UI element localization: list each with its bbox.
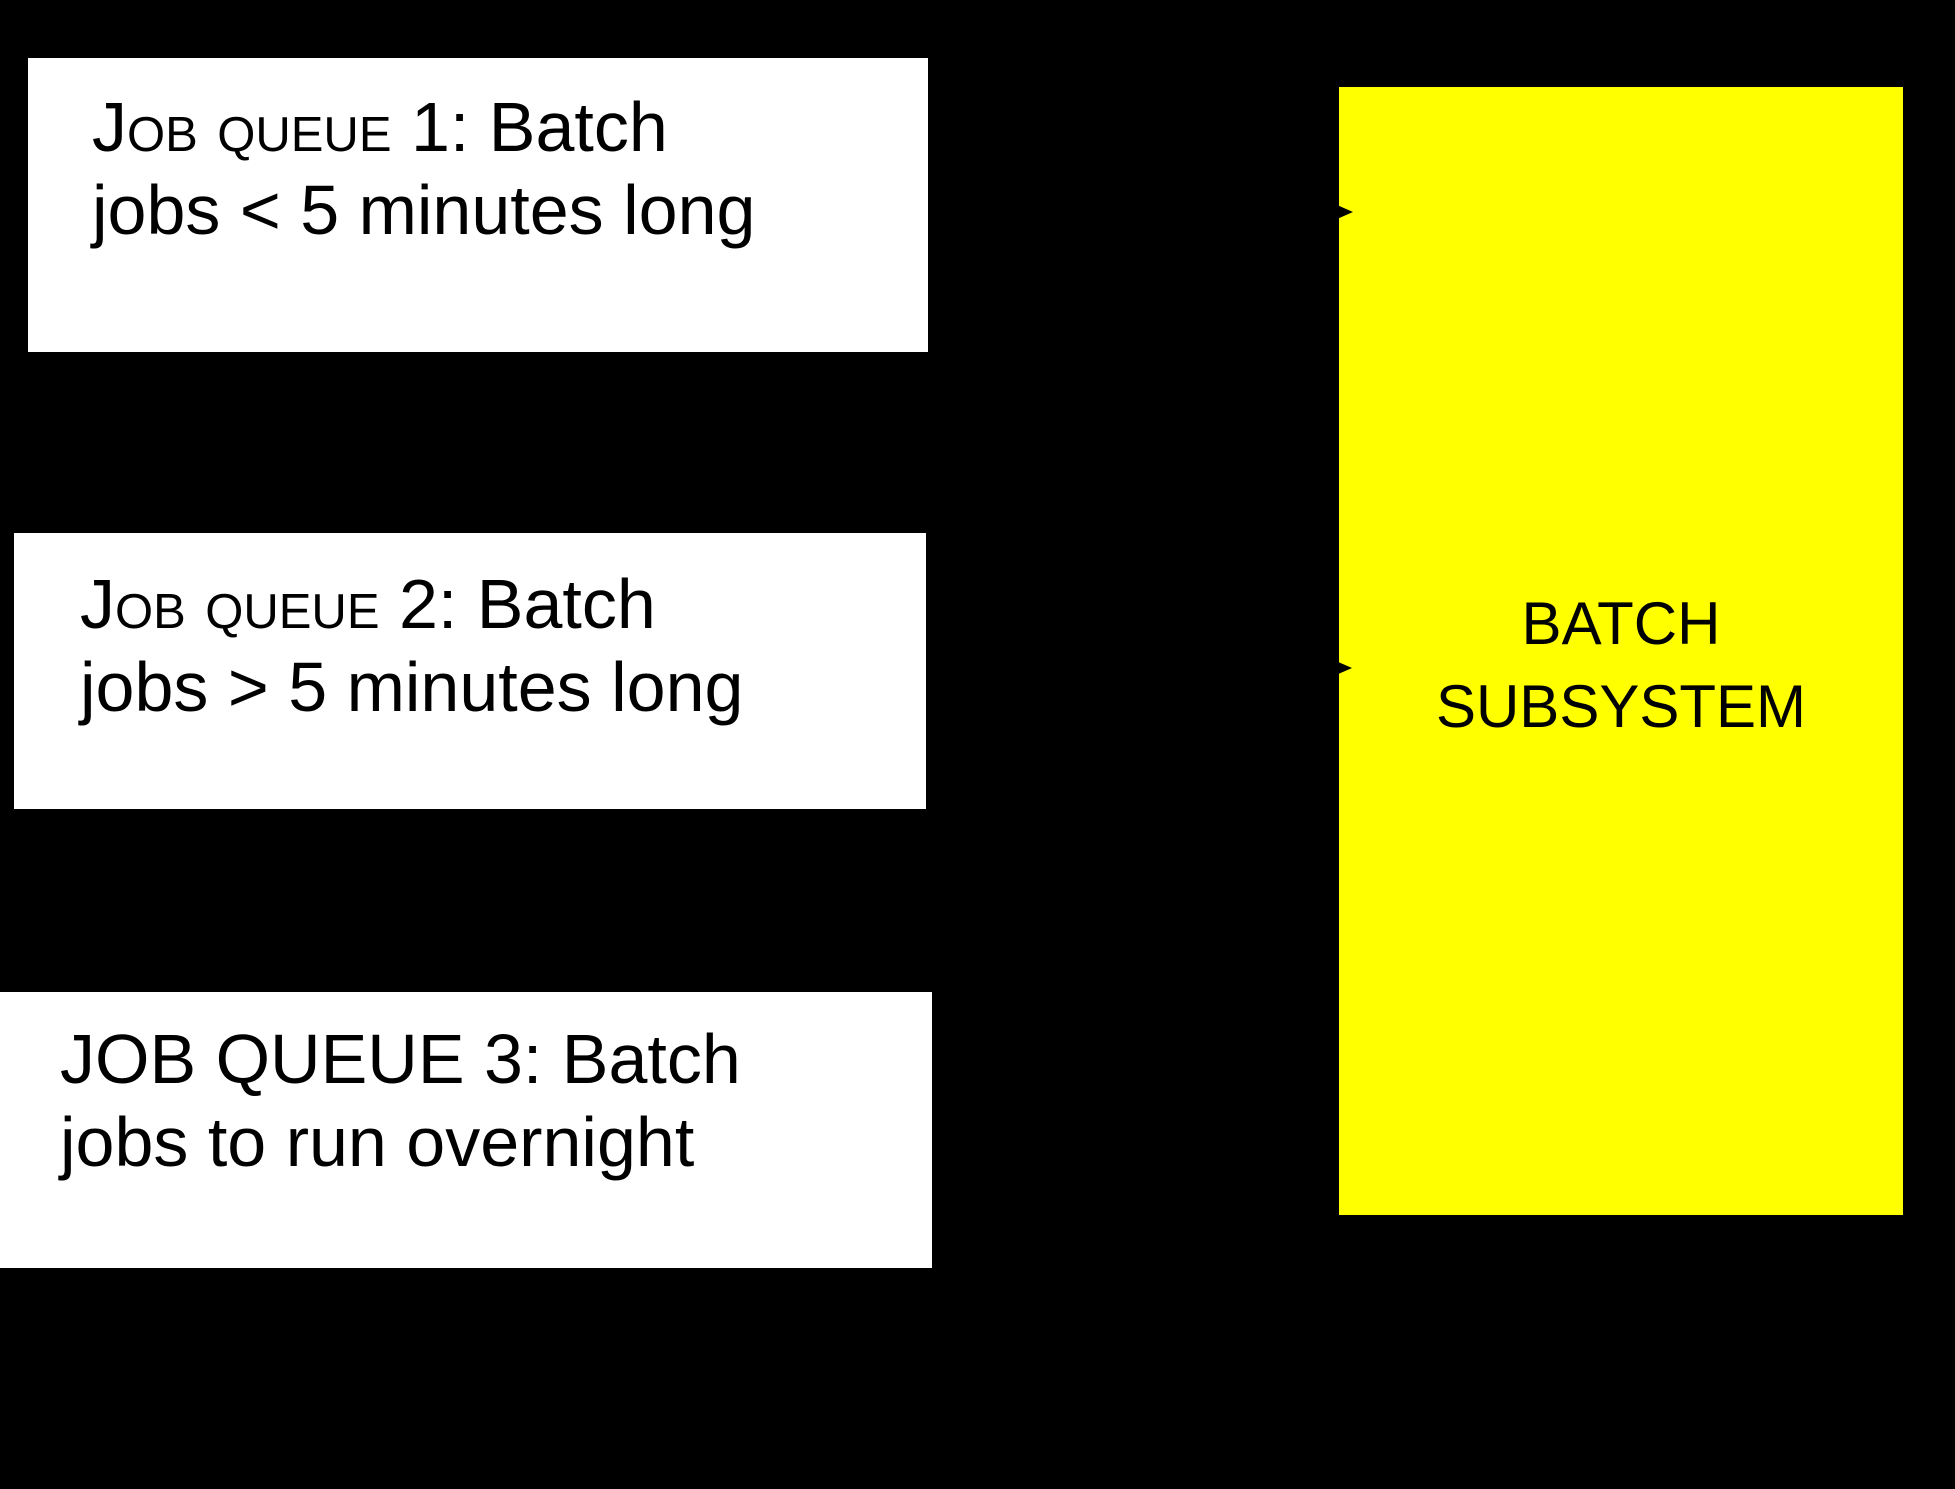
job-queue-1-label: Job queue 1:	[92, 88, 470, 166]
connector-arrow-queue1	[927, 203, 1353, 219]
job-queue-2-box: Job queue 2: Batch jobs > 5 minutes long	[14, 533, 926, 809]
job-queue-1-box: Job queue 1: Batch jobs < 5 minutes long	[28, 58, 928, 352]
job-queue-1-desc: Batch jobs < 5 minutes long	[92, 88, 756, 249]
connector-arrow-queue2	[925, 661, 1352, 675]
job-queue-3-label: JOB QUEUE 3:	[60, 1020, 543, 1098]
batch-subsystem-box: BATCH SUBSYSTEM	[1339, 87, 1903, 1215]
job-queue-3-box: JOB QUEUE 3: Batch jobs to run overnight	[0, 992, 932, 1268]
job-queue-3-desc: Batch jobs to run overnight	[60, 1020, 741, 1181]
job-queue-2-desc: Batch jobs > 5 minutes long	[80, 565, 744, 726]
job-queue-2-label: Job queue 2:	[80, 565, 458, 643]
batch-subsystem-label: BATCH SUBSYSTEM	[1435, 590, 1807, 740]
